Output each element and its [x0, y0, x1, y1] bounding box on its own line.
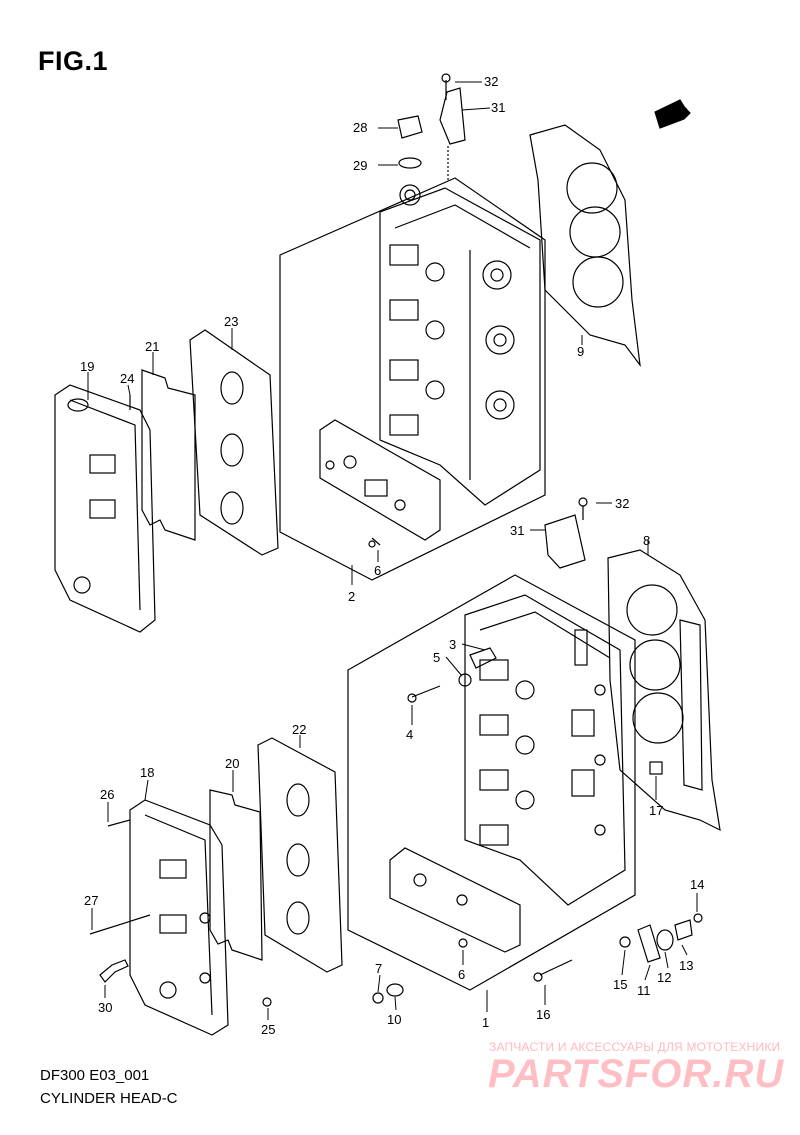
- dowel-pin: [649, 761, 663, 775]
- callout: 25: [261, 1022, 275, 1037]
- fwd-arrow: [654, 99, 691, 129]
- lower-cylinder-head: [389, 594, 626, 953]
- sensor-bracket: [637, 924, 661, 963]
- bracket-upper: [439, 87, 466, 145]
- callout: 31: [510, 523, 524, 538]
- upper-cover-plate: [141, 369, 196, 541]
- callout: 11: [637, 983, 651, 998]
- lower-cover-gasket: [257, 737, 343, 973]
- callout: 8: [643, 533, 650, 548]
- callout: 19: [80, 359, 94, 374]
- callout: 4: [406, 727, 413, 742]
- watermark-brand: PARTSFOR.RU: [488, 1052, 785, 1096]
- callout: 24: [120, 371, 134, 386]
- callout: 6: [374, 563, 381, 578]
- callout: 18: [140, 765, 154, 780]
- callout: 27: [84, 893, 98, 908]
- callout: 20: [225, 756, 239, 771]
- callout: 16: [536, 1007, 550, 1022]
- callout: 6: [458, 967, 465, 982]
- callout: 29: [353, 158, 367, 173]
- callout: 7: [375, 961, 382, 976]
- upper-head-cover: [54, 384, 156, 633]
- callout: 30: [98, 1000, 112, 1015]
- callout: 14: [690, 877, 704, 892]
- bolt-27: [89, 914, 151, 935]
- bracket-middle: [544, 514, 586, 569]
- callout-labels: 1 2 3 4 5 6 6 7 8 9 10 11 12 13 14 15 16…: [80, 74, 704, 1037]
- callout: 9: [577, 344, 584, 359]
- callout: 5: [433, 650, 440, 665]
- callout: 13: [679, 958, 693, 973]
- callout: 2: [348, 589, 355, 604]
- callout: 10: [387, 1012, 401, 1027]
- part-3: [469, 647, 497, 669]
- lower-head-gasket: [607, 549, 721, 832]
- callout: 17: [649, 803, 663, 818]
- callout: 15: [613, 977, 627, 992]
- fwd-label: FWD: [658, 102, 691, 128]
- callout: 32: [484, 74, 498, 89]
- callout: 28: [353, 120, 367, 135]
- callout: 3: [449, 637, 456, 652]
- upper-head-frame: [279, 177, 546, 581]
- bolt-4: [411, 685, 441, 698]
- o-ring: [398, 157, 422, 169]
- callout: 31: [491, 100, 505, 115]
- watermark-tagline: ЗАПЧАСТИ И АКСЕССУАРЫ ДЛЯ МОТОТЕХНИКИ: [489, 1040, 781, 1054]
- diagram-code: DF300 E03_001: [40, 1067, 150, 1084]
- upper-cylinder-head: [319, 184, 541, 541]
- spark-plug: [99, 959, 129, 983]
- part-5: [458, 673, 472, 687]
- diagram-name: CYLINDER HEAD-C: [40, 1090, 178, 1107]
- lower-cover-plate: [209, 789, 263, 961]
- callout: 1: [482, 1015, 489, 1030]
- callout: 21: [145, 339, 159, 354]
- figure-title: FIG.1: [38, 46, 109, 76]
- callout: 23: [224, 314, 238, 329]
- lower-head-frame: [347, 574, 636, 991]
- bolt-16: [539, 959, 573, 976]
- callout: 12: [657, 970, 671, 985]
- oil-filler-cap: [397, 115, 423, 139]
- callout: 26: [100, 787, 114, 802]
- upper-head-gasket: [529, 124, 641, 368]
- lower-head-cover: [129, 799, 229, 1036]
- upper-cover-gasket: [189, 329, 279, 556]
- callout: 32: [615, 496, 629, 511]
- callout: 22: [292, 722, 306, 737]
- bolt-26: [107, 819, 131, 827]
